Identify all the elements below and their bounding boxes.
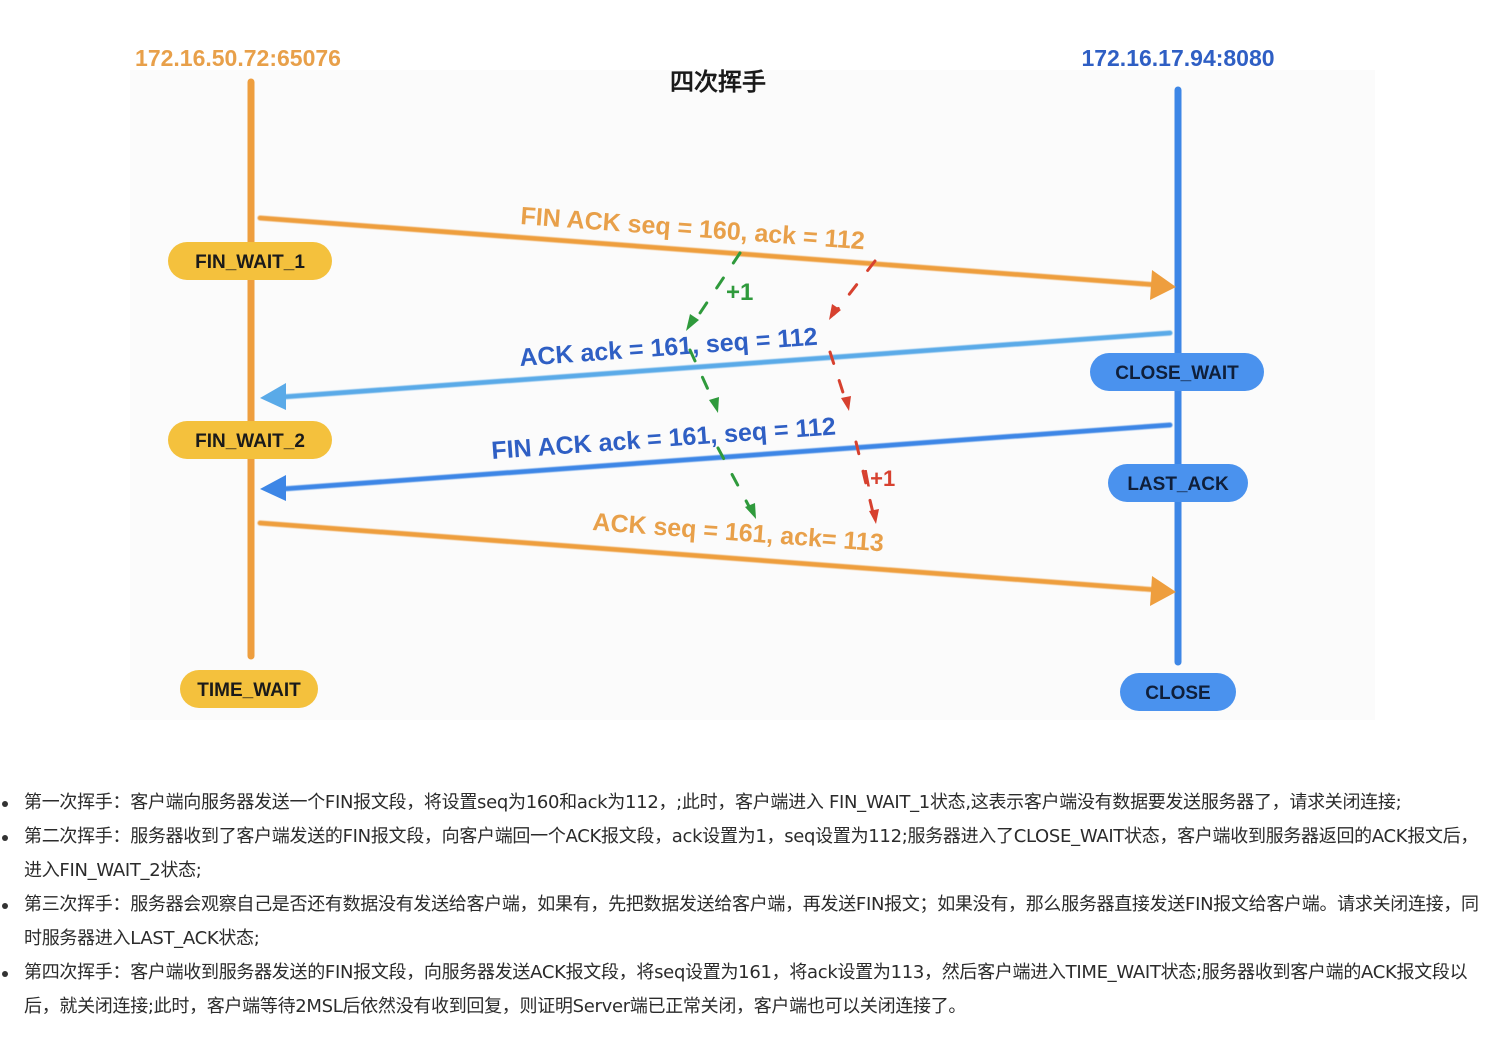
state-label: CLOSE [1145, 683, 1210, 704]
arrowhead-icon [1150, 576, 1176, 606]
state-label: LAST_ACK [1127, 474, 1229, 495]
client-state-time-wait: TIME_WAIT [180, 670, 318, 708]
client-state-fin-wait-1: FIN_WAIT_1 [168, 242, 332, 280]
four-way-handshake-diagram: 172.16.50.72:65076 172.16.17.94:8080 四次挥… [135, 45, 1275, 711]
explanation-list: 第一次挥手：客户端向服务器发送一个FIN报文段，将设置seq为160和ack为1… [0, 786, 1490, 1024]
state-label: CLOSE_WAIT [1115, 363, 1239, 384]
diagram-canvas: 172.16.50.72:65076 172.16.17.94:8080 四次挥… [135, 45, 1275, 711]
server-address: 172.16.17.94:8080 [1081, 45, 1274, 71]
increment-label-green: +1 [726, 279, 753, 306]
list-item-second-wave: 第二次挥手：服务器收到了客户端发送的FIN报文段，向客户端回一个ACK报文段，a… [0, 820, 1490, 888]
arrowhead-icon [829, 304, 841, 320]
arrowhead-icon [841, 396, 851, 411]
message-arrow-fin-ack-1 [257, 215, 1176, 300]
server-state-close-wait: CLOSE_WAIT [1090, 353, 1264, 391]
message-arrow-ack-4 [257, 520, 1176, 606]
state-label: FIN_WAIT_2 [195, 431, 305, 452]
arrowhead-icon [260, 383, 286, 410]
red-dashed-relation [828, 259, 879, 524]
list-item-fourth-wave: 第四次挥手：客户端收到服务器发送的FIN报文段，向服务器发送ACK报文段，将se… [0, 956, 1490, 1024]
arrowhead-icon [260, 475, 286, 501]
client-address: 172.16.50.72:65076 [135, 45, 341, 71]
server-state-last-ack: LAST_ACK [1108, 464, 1248, 502]
list-item-first-wave: 第一次挥手：客户端向服务器发送一个FIN报文段，将设置seq为160和ack为1… [0, 786, 1490, 820]
state-label: TIME_WAIT [197, 680, 301, 701]
diagram-title: 四次挥手 [670, 68, 766, 96]
arrowhead-icon [869, 509, 879, 524]
message-arrow-ack-2 [260, 330, 1173, 410]
arrowhead-icon [709, 397, 719, 413]
list-item-third-wave: 第三次挥手：服务器会观察自己是否还有数据没有发送给客户端，如果有，先把数据发送给… [0, 888, 1490, 956]
arrowhead-icon [686, 314, 699, 331]
arrowhead-icon [745, 503, 756, 519]
server-state-close: CLOSE [1120, 673, 1236, 711]
green-dashed-relation [686, 251, 756, 519]
client-state-fin-wait-2: FIN_WAIT_2 [168, 421, 332, 459]
increment-label-red: \+1 [864, 466, 895, 491]
state-label: FIN_WAIT_1 [195, 252, 305, 273]
arrowhead-icon [1150, 270, 1176, 300]
message-arrow-fin-ack-3 [260, 422, 1173, 501]
